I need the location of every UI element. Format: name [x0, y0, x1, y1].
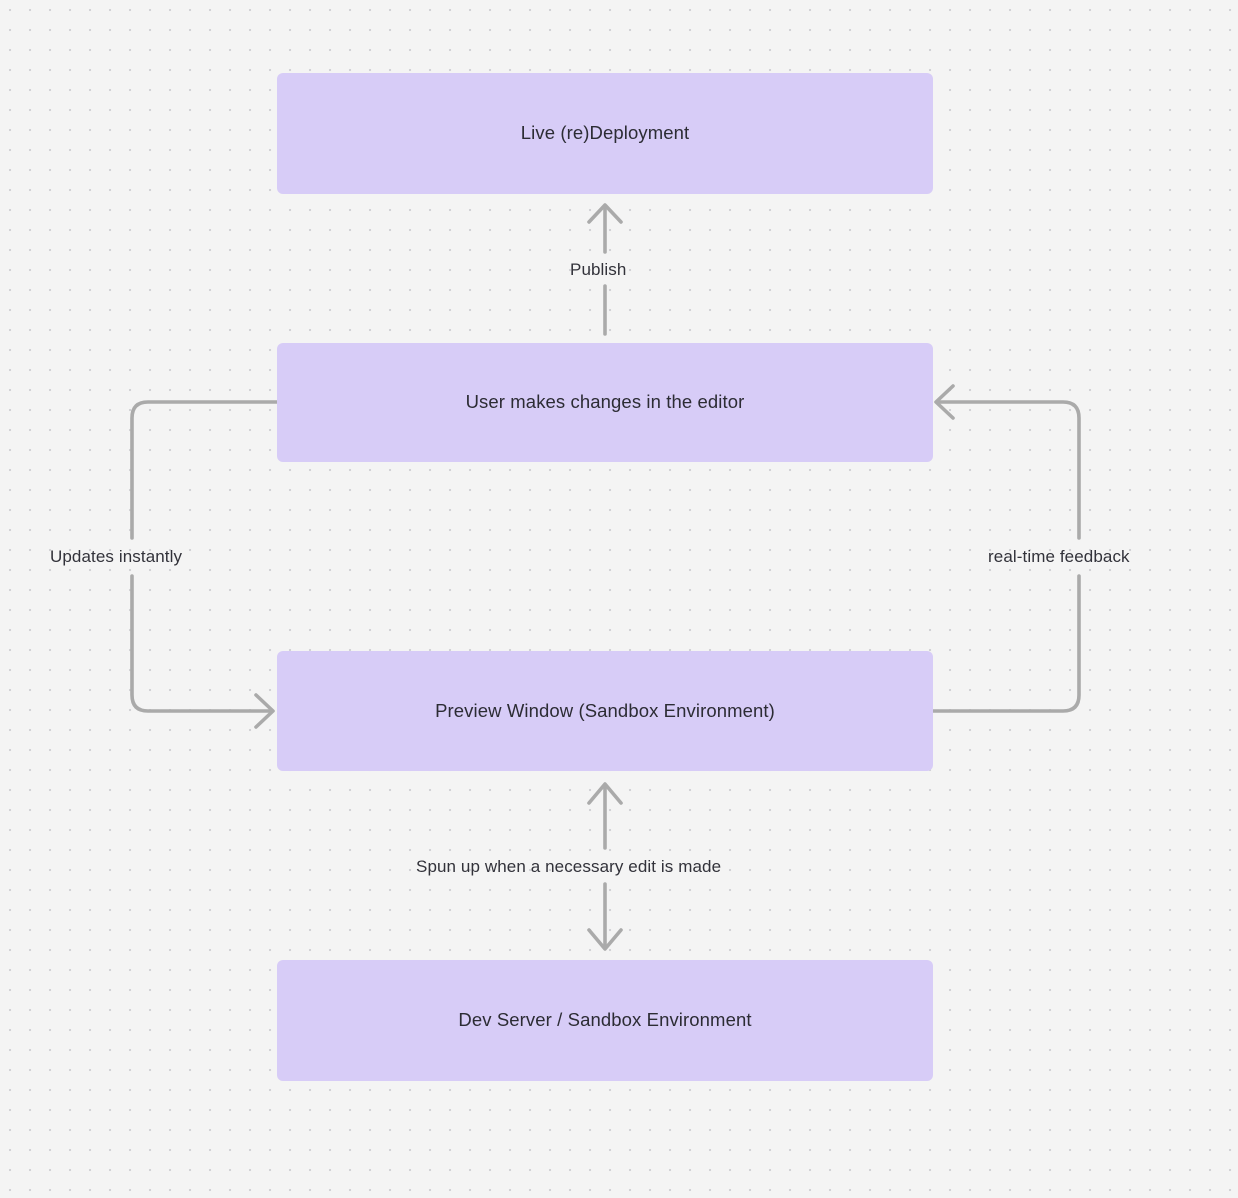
node-preview-window-label: Preview Window (Sandbox Environment): [435, 699, 775, 721]
node-live-deployment-label: Live (re)Deployment: [520, 122, 690, 144]
edge-label-publish[interactable]: Publish: [570, 260, 627, 279]
node-user-edits-label: User makes changes in the editor: [465, 391, 745, 413]
node-dev-server-label: Dev Server / Sandbox Environment: [458, 1009, 752, 1031]
node-preview-window[interactable]: Preview Window (Sandbox Environment): [277, 651, 933, 771]
edge-label-updates-instantly[interactable]: Updates instantly: [50, 547, 183, 566]
node-live-deployment[interactable]: Live (re)Deployment: [277, 73, 933, 194]
node-user-edits[interactable]: User makes changes in the editor: [277, 343, 933, 462]
edge-label-realtime-feedback[interactable]: real-time feedback: [988, 547, 1130, 566]
edge-label-spun-up[interactable]: Spun up when a necessary edit is made: [416, 857, 722, 876]
node-dev-server[interactable]: Dev Server / Sandbox Environment: [277, 960, 933, 1081]
